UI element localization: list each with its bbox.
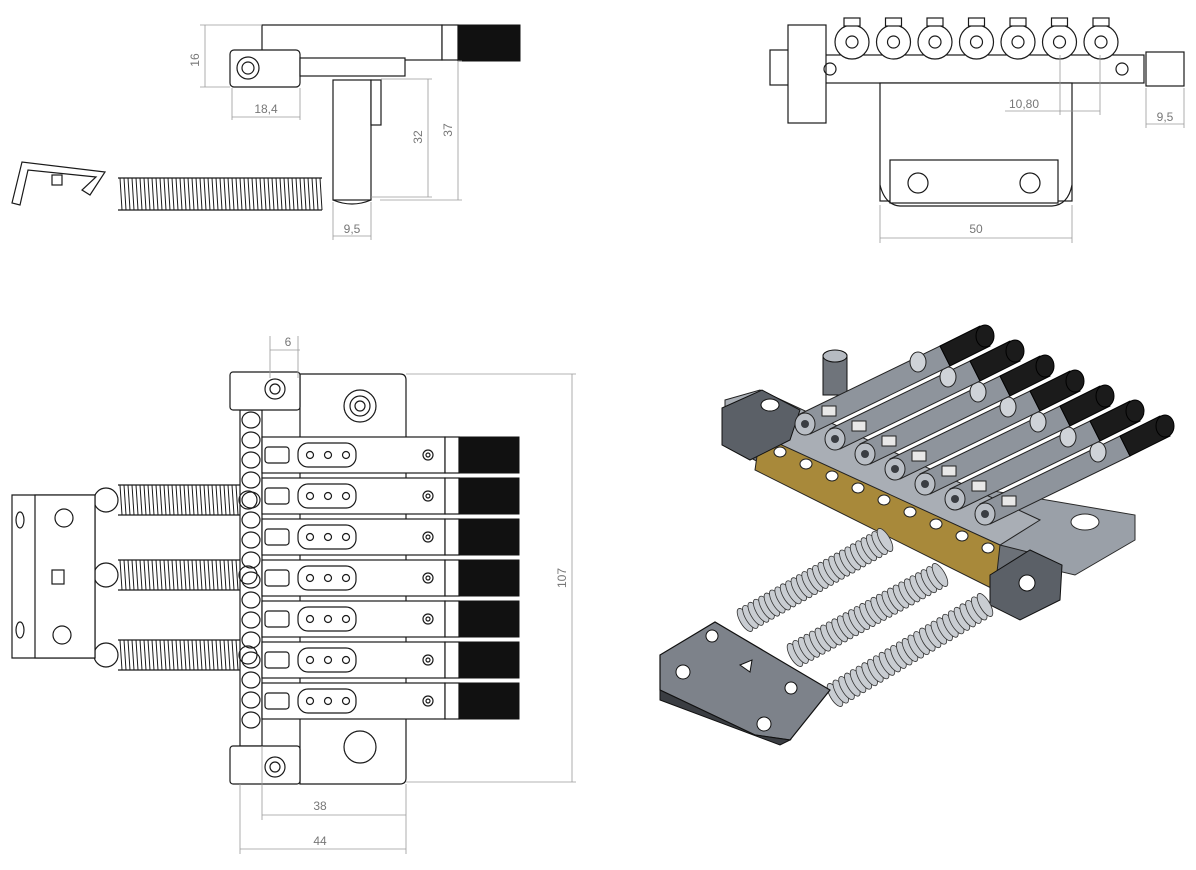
side-dim-total-height: 37: [441, 123, 455, 137]
rod-beads: [241, 411, 261, 729]
iso-spring: [786, 563, 949, 667]
top-dim-length: 107: [555, 568, 569, 588]
iso-spring: [826, 593, 994, 707]
top-saddle: [261, 518, 520, 556]
iso-saddle: [944, 399, 1145, 511]
side-dim-height: 16: [188, 53, 202, 67]
top-saddle: [261, 477, 520, 515]
top-saddle: [261, 600, 520, 638]
iso-saddle: [884, 369, 1085, 481]
front-dim-base-width: 50: [969, 222, 983, 236]
top-view: 6 107 38 44: [11, 335, 576, 854]
top-dim-outer-width: 44: [313, 834, 327, 848]
top-saddle: [261, 641, 520, 679]
front-saddles: [834, 17, 1119, 60]
top-saddle: [261, 682, 520, 720]
top-spring: [93, 639, 258, 671]
front-dim-end-width: 9,5: [1157, 110, 1174, 124]
side-spring: [118, 177, 323, 211]
top-saddle: [261, 559, 520, 597]
top-saddles: [261, 436, 520, 720]
iso-saddle: [914, 384, 1115, 496]
iso-saddle: [824, 339, 1025, 451]
side-view: 16 18,4 32 37 9,5: [11, 24, 521, 240]
front-dim-string-spacing: 10,80: [1009, 97, 1039, 111]
side-dim-base-width: 9,5: [344, 222, 361, 236]
side-dim-hole-offset: 18,4: [254, 102, 278, 116]
iso-end-block-left: [721, 389, 801, 461]
top-spring: [93, 484, 258, 516]
isometric-view: [659, 324, 1175, 746]
top-dim-hole: 6: [285, 335, 292, 349]
top-spring: [93, 559, 258, 591]
iso-saddle: [794, 324, 995, 436]
top-dim-inner-width: 38: [313, 799, 327, 813]
side-dim-body-height: 32: [411, 130, 425, 144]
iso-saddle: [854, 354, 1055, 466]
front-view: 10,80 9,5 50: [769, 17, 1185, 243]
iso-spring: [736, 528, 894, 632]
top-saddle: [261, 436, 520, 474]
top-springs: [93, 484, 258, 671]
